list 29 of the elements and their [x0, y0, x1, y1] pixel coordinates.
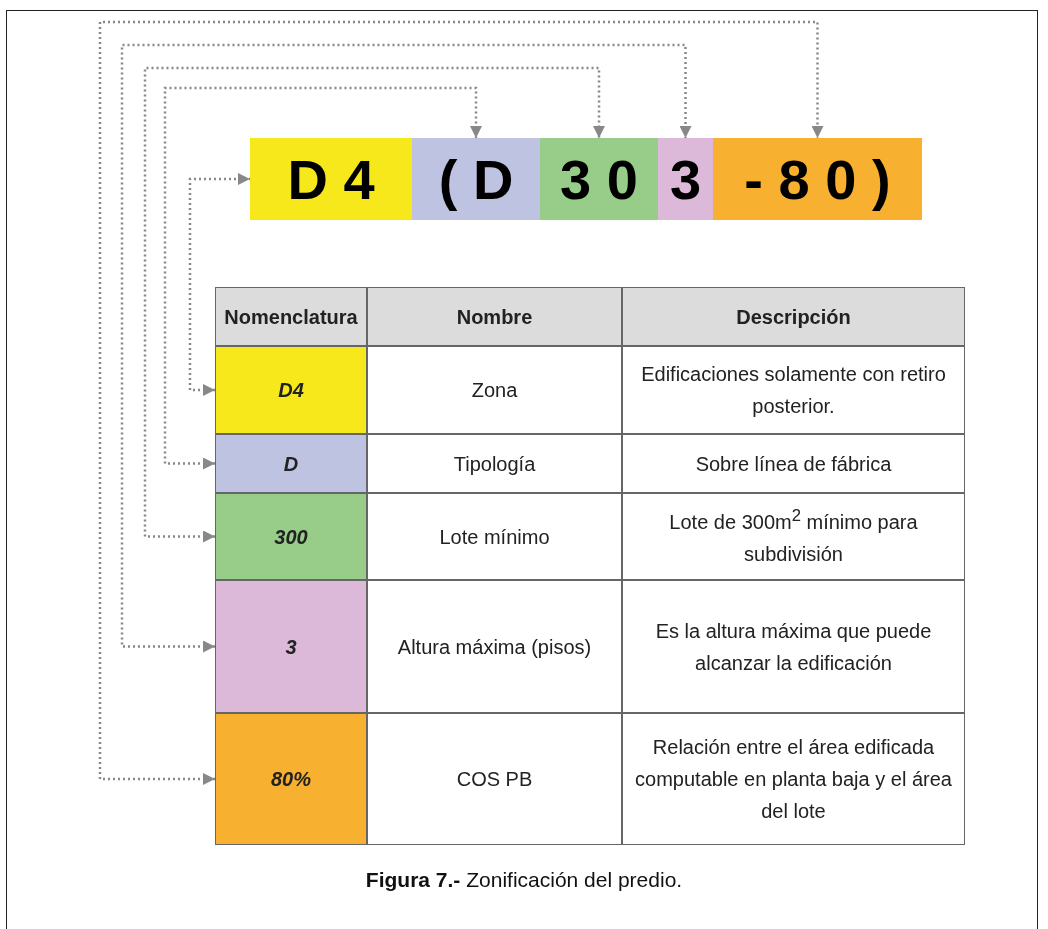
code-segment: 3: [658, 138, 713, 220]
table-cell: D4: [215, 346, 367, 434]
table-cell: D: [215, 434, 367, 493]
dotted-arrow: [143, 66, 605, 543]
table-cell: Zona: [367, 346, 622, 434]
table-cell: Sobre línea de fábrica: [622, 434, 965, 493]
table-cell: Tipología: [367, 434, 622, 493]
column-header: Nombre: [367, 287, 622, 346]
dotted-arrow: [98, 20, 824, 785]
dotted-arrow: [163, 86, 482, 470]
code-segment: ( D: [412, 138, 540, 220]
table-cell: Relación entre el área edificada computable en planta baja y el área del lote: [622, 713, 965, 845]
table-cell: Lote de 300m$^{2}$ mínimo para subdivisión: [622, 493, 965, 580]
code-segment: 3 0: [540, 138, 658, 220]
column-header: Descripción: [622, 287, 965, 346]
figure-caption: Figura 7.- Zonificación del predio.: [365, 868, 683, 891]
dotted-arrow: [120, 43, 692, 653]
table-cell: Edificaciones solamente con retiro posterior.: [622, 346, 965, 434]
table-cell: Es la altura máxima que puede alcanzar la edificación: [622, 580, 965, 713]
code-segment: - 8 0 ): [713, 138, 922, 220]
table-cell: 80%: [215, 713, 367, 845]
table-cell: COS PB: [367, 713, 622, 845]
code-segment: D 4: [250, 138, 412, 220]
dotted-arrow: [188, 173, 250, 396]
table-cell: Altura máxima (pisos): [367, 580, 622, 713]
table-cell: 300: [215, 493, 367, 580]
table-cell: 3: [215, 580, 367, 713]
column-header: Nomenclatura: [215, 287, 367, 346]
table-cell: Lote mínimo: [367, 493, 622, 580]
